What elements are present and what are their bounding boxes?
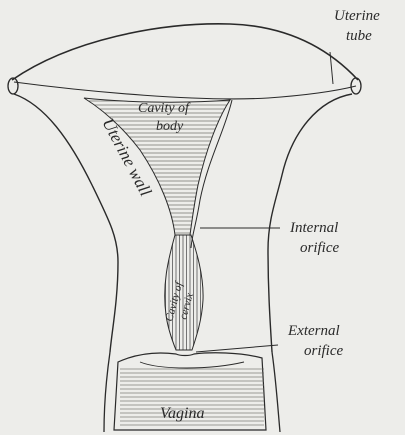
label-cavity-of-body-line2: body (156, 119, 184, 134)
label-vagina: Vagina (160, 405, 204, 422)
left-tube-end (8, 78, 18, 94)
uterine-outer-left (14, 94, 118, 352)
label-uterine-tube-line2: tube (346, 28, 372, 44)
label-internal-orifice-line1: Internal (289, 220, 338, 236)
fundus-inner-line (14, 82, 356, 99)
fundus-outline (12, 24, 358, 80)
vagina-outer-left (104, 352, 110, 432)
cervix-lip (140, 362, 244, 368)
label-external-orifice-line2: orifice (304, 343, 343, 359)
label-internal-orifice-line2: orifice (300, 240, 339, 256)
label-uterine-tube-line1: Uterine (334, 8, 380, 24)
external-orifice-leader (196, 345, 278, 352)
vagina-outer-right (272, 352, 280, 432)
label-external-orifice-line1: External (287, 323, 340, 339)
label-cavity-of-body-line1: Cavity of (138, 101, 191, 116)
